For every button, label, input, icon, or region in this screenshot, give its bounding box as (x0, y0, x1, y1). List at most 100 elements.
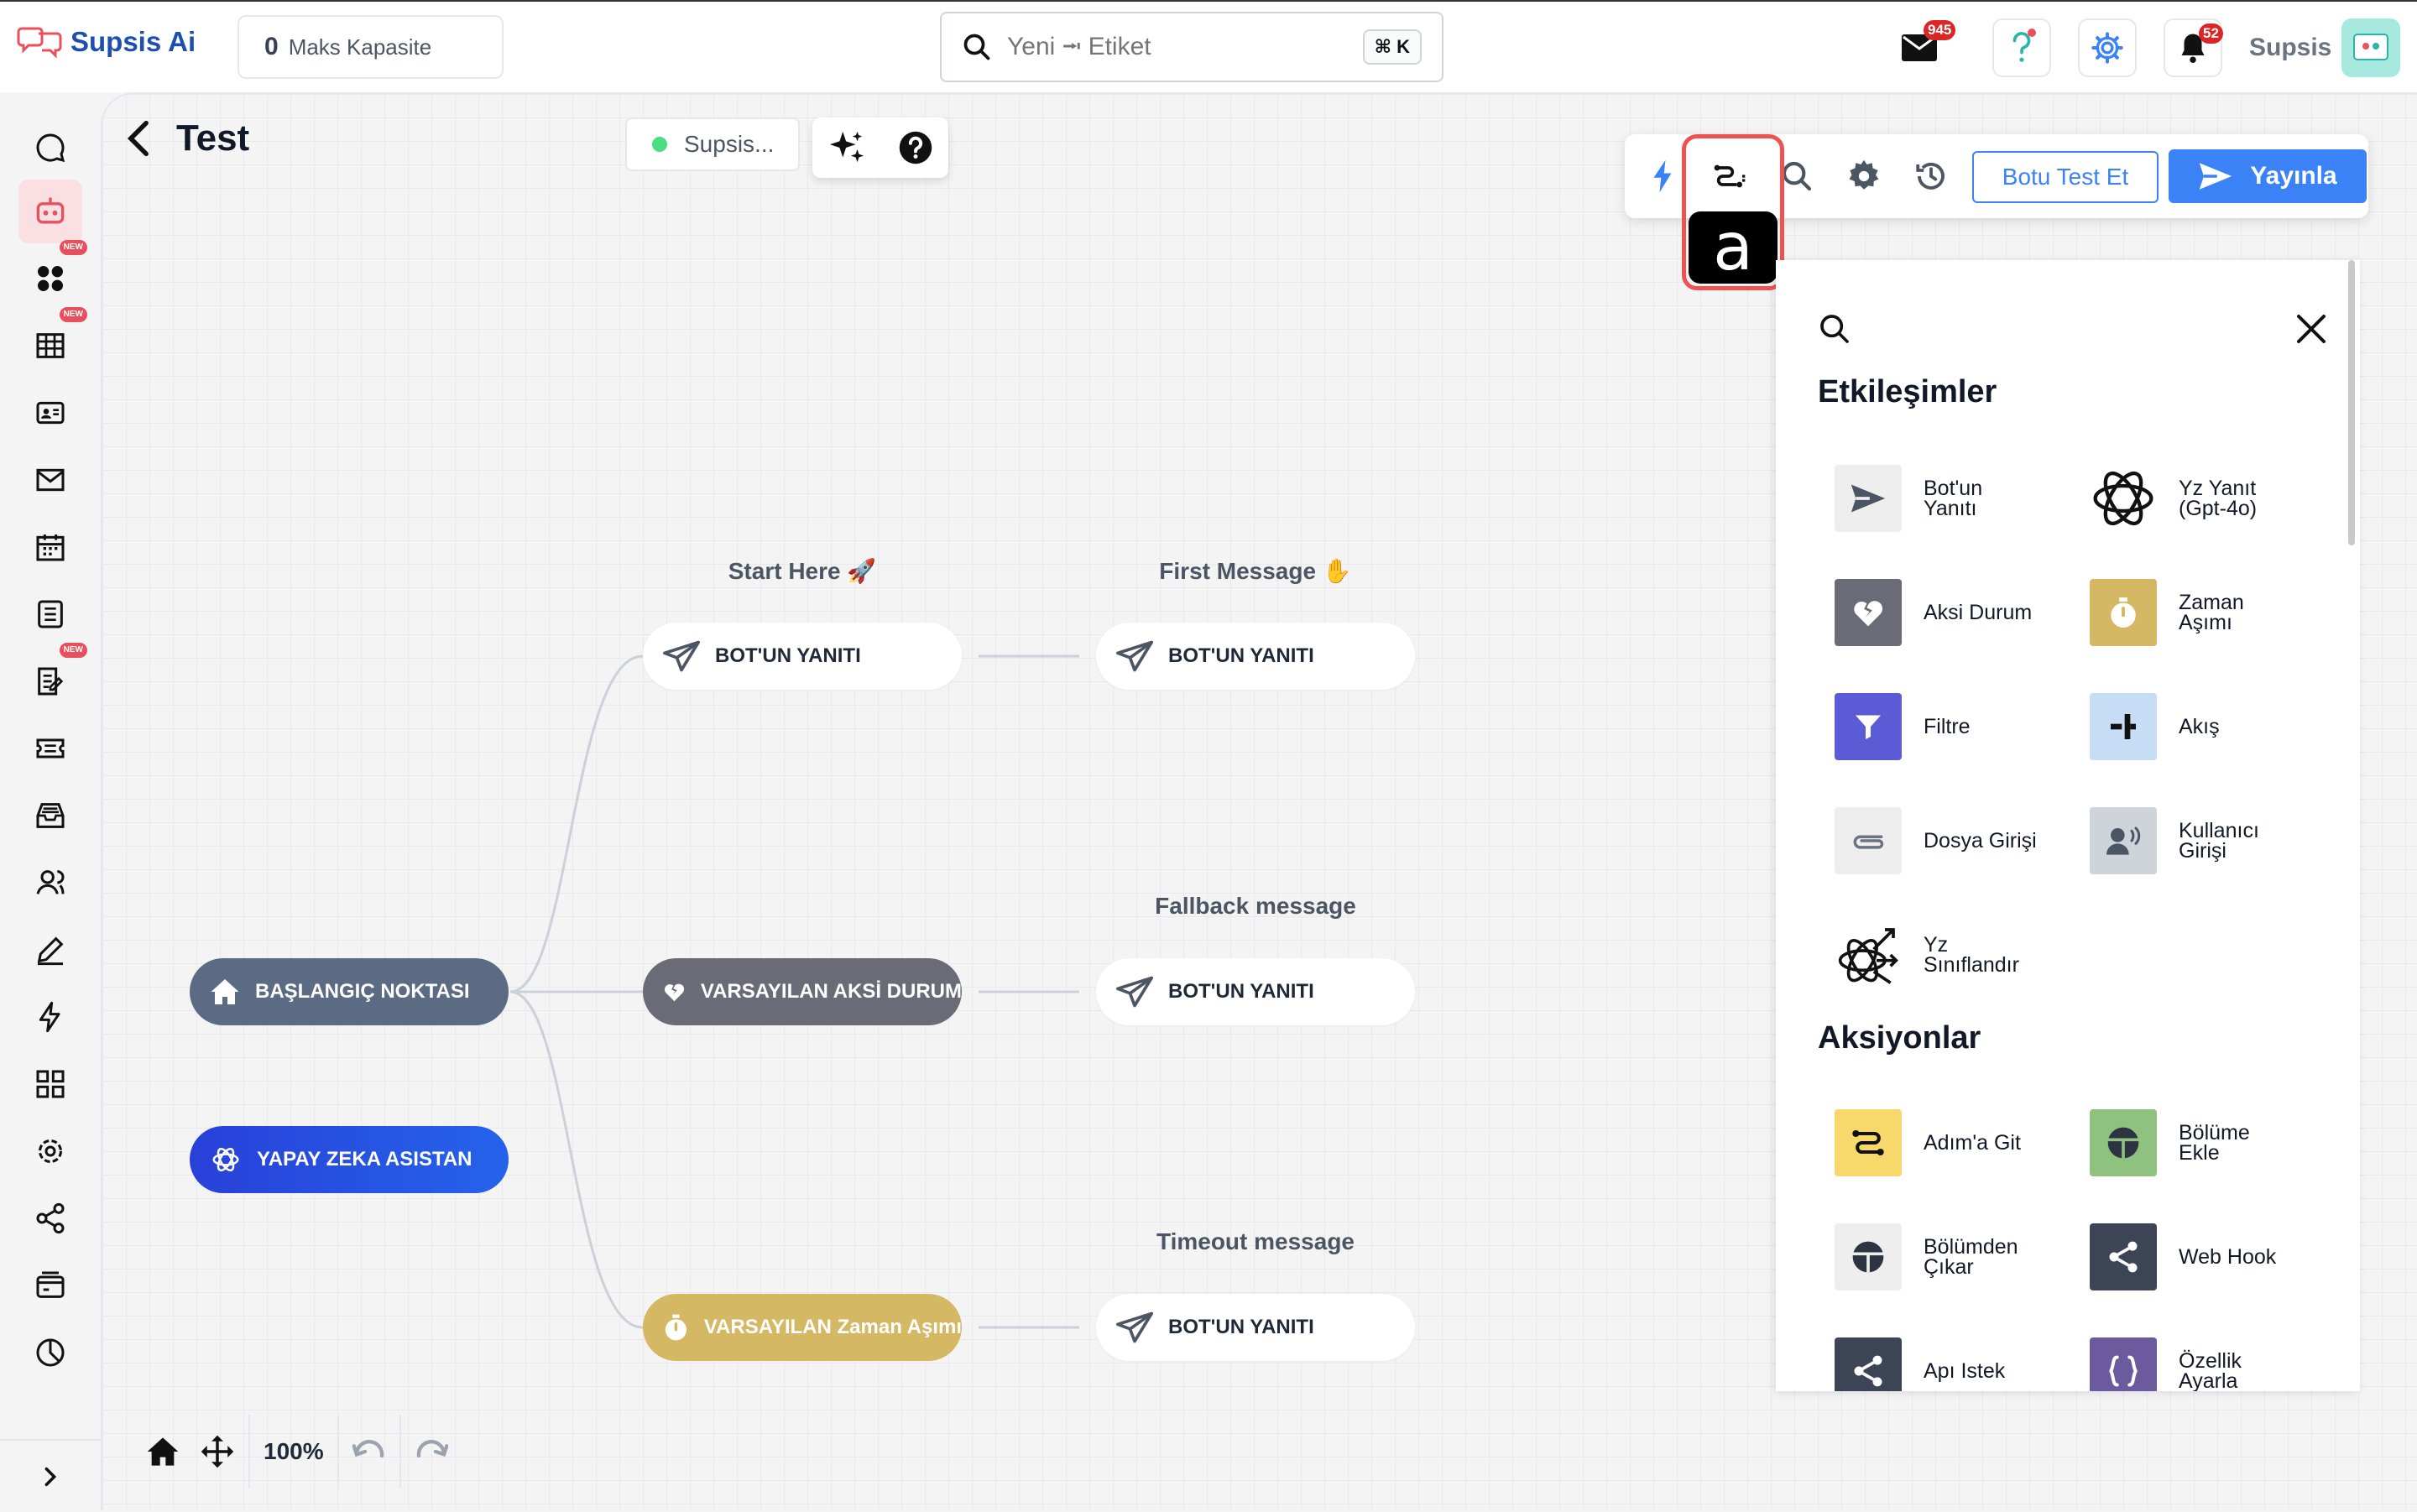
openai-icon (2093, 472, 2153, 525)
panel-item-bot-reply[interactable]: Bot'un Yanıtı (1835, 465, 2041, 532)
redo-icon[interactable] (415, 1439, 448, 1464)
sidebar-item-chat[interactable] (18, 116, 82, 180)
top-bar: Supsis Ai 0 Maks Kapasite ⌘ K 945 52 Sup… (0, 0, 2417, 92)
node-library-panel: Etkileşimler Bot'un Yanıtı Yz Yanıt (Gpt… (1776, 260, 2360, 1391)
node-label: VARSAYILAN AKSİ DURUM (700, 980, 962, 1003)
sidebar-item-table[interactable]: NEW (18, 307, 87, 378)
zoom-level[interactable]: 100% (264, 1438, 324, 1464)
notifications-button[interactable]: 52 (2164, 18, 2223, 77)
sidebar-item-automation[interactable] (18, 985, 82, 1049)
bell-icon (2181, 34, 2205, 63)
panel-item-add-segment[interactable]: Bölüme Ekle (2090, 1109, 2296, 1176)
sidebar-item-list[interactable] (18, 582, 82, 646)
gear-icon (1849, 159, 1879, 190)
global-search-input[interactable] (1005, 32, 1349, 62)
search-icon (1782, 161, 1812, 191)
canvas-controls: 100% (126, 1415, 504, 1489)
home-icon[interactable] (146, 1436, 180, 1468)
item-label: Filtre (1924, 715, 1971, 738)
send-icon (1116, 1311, 1153, 1343)
gear-icon (2091, 32, 2123, 64)
sidebar-item-mail[interactable] (18, 448, 82, 512)
sidebar-item-grid[interactable] (18, 1052, 82, 1116)
messages-button[interactable]: 945 (1890, 18, 1956, 77)
triggers-button[interactable] (1642, 155, 1684, 197)
app-logo[interactable]: Supsis Ai (17, 25, 196, 59)
sidebar-item-users[interactable] (18, 851, 82, 915)
sidebar-item-inbox[interactable] (18, 784, 82, 847)
panel-item-api-request[interactable]: Apı Istek (1835, 1337, 2041, 1391)
sidebar-item-reports[interactable] (18, 1321, 82, 1384)
close-icon[interactable] (2294, 312, 2328, 346)
item-label: Web Hook (2179, 1245, 2277, 1269)
panel-item-remove-segment[interactable]: Bölümden Çıkar (1835, 1223, 2041, 1290)
item-icon-box (1835, 579, 1902, 646)
sidebar-item-bot[interactable] (18, 180, 82, 243)
panel-item-timeout[interactable]: Zaman Aşımı (2090, 579, 2296, 646)
node-default-timeout[interactable]: VARSAYILAN Zaman Aşımı (643, 1294, 962, 1361)
user-name[interactable]: Supsis (2249, 34, 2332, 61)
panel-item-flow[interactable]: Akış (2090, 693, 2296, 760)
panel-item-ai-classify[interactable]: Yz Sınıflandır (1835, 921, 2041, 988)
gear-icon (39, 1139, 62, 1163)
publish-button[interactable]: Yayınla (2169, 149, 2367, 203)
inbox-icon (36, 803, 65, 828)
global-search[interactable]: ⌘ K (940, 12, 1443, 82)
sidebar-item-apps[interactable]: NEW (18, 240, 87, 310)
search-nodes-button[interactable] (1776, 155, 1818, 197)
search-icon[interactable] (1818, 312, 1851, 346)
test-bot-button[interactable]: Botu Test Et (1972, 151, 2159, 203)
sidebar-expand-button[interactable] (0, 1439, 101, 1512)
stopwatch-icon (2111, 597, 2136, 628)
avatar[interactable] (2341, 18, 2400, 77)
node-bot-reply-fallback[interactable]: BOT'UN YANITI (1096, 958, 1415, 1025)
sidebar-item-notes[interactable]: NEW (18, 643, 87, 713)
panel-item-goto-step[interactable]: Adım'a Git (1835, 1109, 2041, 1176)
node-bot-reply-timeout[interactable]: BOT'UN YANITI (1096, 1294, 1415, 1361)
panel-item-webhook[interactable]: Web Hook (2090, 1223, 2296, 1290)
node-ai-assistant[interactable]: YAPAY ZEKA ASISTAN (190, 1126, 509, 1193)
user-voice-icon (2106, 826, 2141, 855)
flow-title-fallback: Fallback message (1155, 893, 1356, 919)
panel-scrollbar[interactable] (2348, 260, 2355, 545)
connections-button[interactable] (1709, 155, 1751, 197)
node-bot-reply-start[interactable]: BOT'UN YANITI (643, 623, 962, 690)
sidebar-item-tickets[interactable] (18, 717, 82, 780)
panel-item-filter[interactable]: Filtre (1835, 693, 2041, 760)
bolt-icon (1653, 159, 1672, 193)
undo-icon[interactable] (352, 1439, 386, 1464)
item-label: Zaman Aşımı (2179, 591, 2244, 634)
settings-button[interactable] (2078, 18, 2137, 77)
help-circle-icon[interactable] (898, 130, 933, 165)
sparkles-icon[interactable] (828, 128, 867, 167)
ticket-icon (36, 738, 65, 759)
flow-settings-button[interactable] (1843, 155, 1885, 197)
panel-item-user-input[interactable]: Kullanıcı Girişi (2090, 807, 2296, 874)
panel-item-ai-reply[interactable]: Yz Yanıt (Gpt-4o) (2090, 465, 2296, 532)
capacity-indicator[interactable]: 0 Maks Kapasite (238, 15, 504, 79)
panel-item-set-attribute[interactable]: Özellik Ayarla (2090, 1337, 2296, 1391)
sidebar-item-contacts[interactable] (18, 381, 82, 445)
bot-icon (36, 197, 65, 224)
item-label: Bot'un Yanıtı (1924, 477, 1983, 520)
history-button[interactable] (1910, 155, 1952, 197)
history-icon (1916, 162, 1945, 190)
panel-item-fallback[interactable]: Aksi Durum (1835, 579, 2041, 646)
node-bot-reply-first[interactable]: BOT'UN YANITI (1096, 623, 1415, 690)
sidebar-item-calendar[interactable] (18, 515, 82, 579)
node-start-point[interactable]: BAŞLANGIÇ NOKTASI (190, 958, 509, 1025)
sidebar-item-settings[interactable] (18, 1119, 82, 1183)
sidebar-item-integrations[interactable] (18, 1186, 82, 1250)
bolt-icon (39, 1001, 60, 1033)
broken-heart-icon (665, 983, 685, 1002)
help-button[interactable] (1992, 18, 2051, 77)
panel-item-file-input[interactable]: Dosya Girişi (1835, 807, 2041, 874)
back-arrow-icon[interactable] (126, 120, 151, 157)
sidebar-item-edit[interactable] (18, 918, 82, 982)
item-icon-box (2090, 1337, 2157, 1391)
chevron-right-icon (44, 1467, 57, 1486)
bot-status-selector[interactable]: Supsis... (625, 117, 800, 171)
sidebar-item-billing[interactable] (18, 1254, 82, 1317)
move-icon[interactable] (200, 1434, 235, 1469)
node-default-fail[interactable]: VARSAYILAN AKSİ DURUM (643, 958, 962, 1025)
